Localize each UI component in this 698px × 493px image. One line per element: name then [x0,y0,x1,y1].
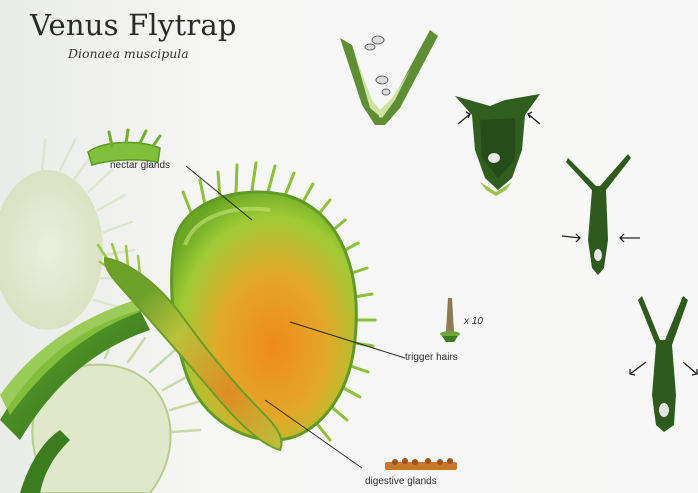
label-nectar-glands: nectar glands [110,160,170,171]
species-name: Dionaea muscipula [68,46,189,61]
label-hair-magnification: x 10 [464,316,483,327]
closing-stage-1 [340,30,438,125]
diagram-title: Venus Flytrap [30,8,237,42]
label-trigger-hairs: trigger hairs [405,352,458,363]
label-digestive-glands: digestive glands [365,476,437,487]
trigger-hair-detail [440,298,460,342]
main-trap-back-lobe [172,163,375,440]
closing-stage-3 [562,154,640,275]
digestive-glands-detail [385,458,457,470]
closing-stage-2 [455,94,540,196]
closing-stage-4 [630,296,697,432]
